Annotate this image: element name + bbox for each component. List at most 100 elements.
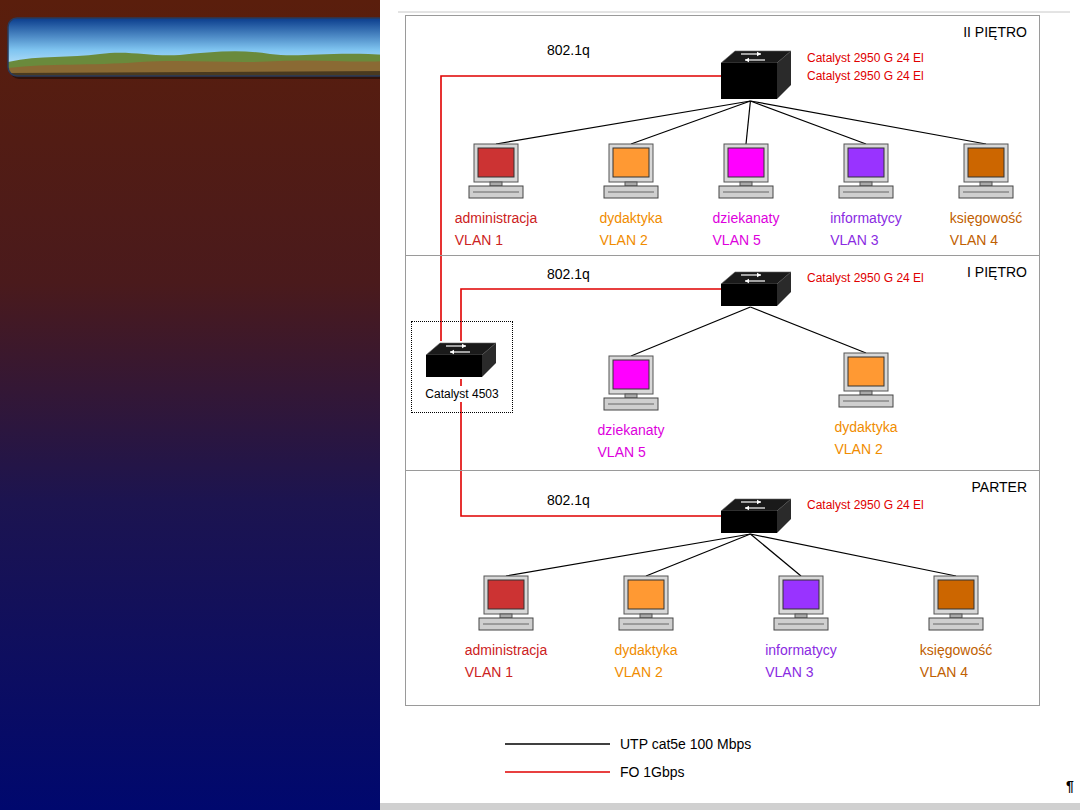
workstation-labels: dziekanatyVLAN 5 xyxy=(598,419,665,463)
access-switch: Catalyst 2950 G 24 El xyxy=(721,271,791,307)
utp-link xyxy=(746,101,750,144)
fiber-trunk xyxy=(441,76,721,341)
workstation: informatycyVLAN 3 xyxy=(771,576,831,631)
switch-model: Catalyst 2950 G 24 El xyxy=(807,67,924,85)
vlan-id: VLAN 5 xyxy=(713,229,780,251)
computer-icon xyxy=(836,353,896,408)
trunk-label: 802.1q xyxy=(545,490,592,510)
workstation-labels: dydaktykaVLAN 2 xyxy=(834,416,897,460)
computer-icon xyxy=(836,144,896,199)
workstation: administracjaVLAN 1 xyxy=(466,144,526,199)
workstation: dydaktykaVLAN 2 xyxy=(836,353,896,408)
computer-icon xyxy=(601,356,661,411)
workstation-labels: informatycyVLAN 3 xyxy=(765,639,837,683)
utp-link xyxy=(750,307,866,353)
switch-model: Catalyst 2950 G 24 El xyxy=(807,269,924,287)
legend-sample xyxy=(505,743,610,745)
vlan-id: VLAN 2 xyxy=(599,229,662,251)
vlan-id: VLAN 4 xyxy=(920,661,992,683)
department-name: dydaktyka xyxy=(834,416,897,438)
department-name: księgowość xyxy=(920,639,992,661)
access-switch: Catalyst 2950 G 24 ElCatalyst 2950 G 24 … xyxy=(721,51,791,101)
utp-link xyxy=(750,101,866,144)
workstation: dydaktykaVLAN 2 xyxy=(616,576,676,631)
workstation: informatycyVLAN 3 xyxy=(836,144,896,199)
switch-icon xyxy=(721,498,791,534)
vlan-id: VLAN 5 xyxy=(598,441,665,463)
workstation: dziekanatyVLAN 5 xyxy=(716,144,776,199)
vlan-id: VLAN 1 xyxy=(455,229,537,251)
computer-icon xyxy=(926,576,986,631)
banner xyxy=(8,18,388,76)
workstation: dziekanatyVLAN 5 xyxy=(601,356,661,411)
vlan-id: VLAN 2 xyxy=(834,438,897,460)
workstation-labels: dydaktykaVLAN 2 xyxy=(599,207,662,251)
department-name: dydaktyka xyxy=(614,639,677,661)
utp-link xyxy=(631,307,750,356)
floor-title: PARTER xyxy=(972,477,1028,497)
core-switch: Catalyst 4503 xyxy=(411,321,513,413)
model-labels: Catalyst 4503 xyxy=(423,386,500,402)
floor-band: PARTER Catalyst 2950 G 24 El administracja… xyxy=(405,470,1040,706)
vlan-id: VLAN 3 xyxy=(830,229,902,251)
fiber-trunk xyxy=(461,289,721,341)
model-labels: Catalyst 2950 G 24 El xyxy=(807,269,924,287)
switch-model: Catalyst 4503 xyxy=(425,386,498,402)
utp-link xyxy=(631,101,750,144)
trunk-label: 802.1q xyxy=(545,264,592,284)
computer-icon xyxy=(476,576,536,631)
workstation: księgowośćVLAN 4 xyxy=(956,144,1016,199)
vlan-id: VLAN 1 xyxy=(465,661,547,683)
switch-model: Catalyst 2950 G 24 El xyxy=(807,49,924,67)
floor-band: II PIĘTROCatalyst 2950 G 24 ElCatalyst 2… xyxy=(405,15,1040,256)
department-name: dziekanaty xyxy=(713,207,780,229)
banner-frame xyxy=(8,18,388,76)
model-labels: Catalyst 2950 G 24 El xyxy=(807,496,924,514)
vlan-id: VLAN 4 xyxy=(950,229,1022,251)
computer-icon xyxy=(771,576,831,631)
floor-name: I PIĘTRO xyxy=(967,262,1027,282)
floor-title: I PIĘTRO xyxy=(967,262,1027,282)
workstation-labels: księgowośćVLAN 4 xyxy=(950,207,1022,251)
department-name: informatycy xyxy=(765,639,837,661)
workstation-labels: administracjaVLAN 1 xyxy=(465,639,547,683)
computer-icon xyxy=(716,144,776,199)
legend-text: FO 1Gbps xyxy=(620,762,685,782)
department-name: dziekanaty xyxy=(598,419,665,441)
switch-icon xyxy=(721,51,791,101)
utp-link xyxy=(750,101,986,144)
workstation-labels: informatycyVLAN 3 xyxy=(830,207,902,251)
utp-link xyxy=(506,534,750,576)
workstation: dydaktykaVLAN 2 xyxy=(601,144,661,199)
trunk-label: 802.1q xyxy=(545,40,592,60)
access-switch: Catalyst 2950 G 24 El xyxy=(721,498,791,534)
switch-icon xyxy=(721,271,791,307)
vlan-id: VLAN 2 xyxy=(614,661,677,683)
legend-text: UTP cat5e 100 Mbps xyxy=(620,734,751,754)
floor-title: II PIĘTRO xyxy=(963,22,1027,42)
workstation-labels: księgowośćVLAN 4 xyxy=(920,639,992,683)
workstation-labels: dydaktykaVLAN 2 xyxy=(614,639,677,683)
page-mark: ¶ xyxy=(1066,776,1074,796)
workstation: księgowośćVLAN 4 xyxy=(926,576,986,631)
model-labels: Catalyst 2950 G 24 ElCatalyst 2950 G 24 … xyxy=(807,49,924,85)
workstation-labels: dziekanatyVLAN 5 xyxy=(713,207,780,251)
computer-icon xyxy=(956,144,1016,199)
workstation-labels: administracjaVLAN 1 xyxy=(455,207,537,251)
computer-icon xyxy=(601,144,661,199)
department-name: informatycy xyxy=(830,207,902,229)
bottom-bar xyxy=(380,803,1080,810)
utp-link xyxy=(750,534,801,576)
content-panel xyxy=(380,0,1080,810)
switch-icon xyxy=(426,341,496,379)
department-name: księgowość xyxy=(950,207,1022,229)
computer-icon xyxy=(466,144,526,199)
workstation: administracjaVLAN 1 xyxy=(476,576,536,631)
side-panel xyxy=(0,0,380,810)
department-name: dydaktyka xyxy=(599,207,662,229)
utp-link xyxy=(646,534,750,576)
floor-name: II PIĘTRO xyxy=(963,22,1027,42)
department-name: administracja xyxy=(465,639,547,661)
